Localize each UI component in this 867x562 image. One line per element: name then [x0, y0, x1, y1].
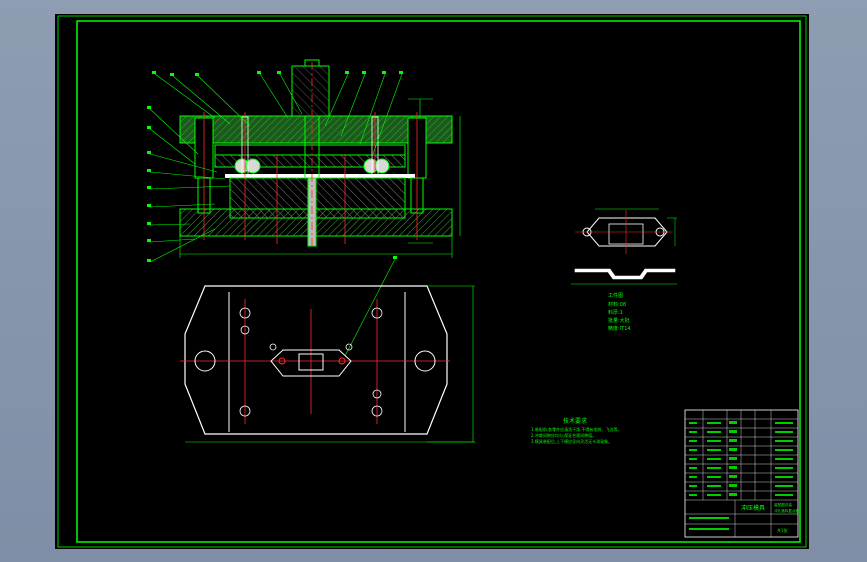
drawing-sheet: 工件图 材料:08 料厚:1 批量:大批 精度:IT14 技术要求 1.装配前,…: [55, 14, 809, 549]
drawing-title-line: 装配图总装: [774, 502, 792, 507]
tech-requirement-line: 3.模具装配后,上下模应导向灵活无卡滞现象。: [531, 438, 612, 444]
outer-frame: [57, 15, 807, 548]
part-name: 冲压模具: [741, 504, 765, 512]
section-view: [147, 59, 461, 357]
part-notes-line: 精度:IT14: [608, 325, 631, 332]
part-notes-line: 材料:08: [608, 301, 626, 308]
part-notes-line: 料厚:1: [608, 309, 623, 316]
sheet-label: 共1张: [777, 527, 788, 533]
tech-requirements: 技术要求 1.装配前,各零件应清洗干净,不得有毛刺、飞边等。 2.冲裁间隙应均匀…: [531, 417, 621, 444]
title-block: 冲压模具 装配图总装 冲孔落料复合模 共1张: [684, 409, 800, 538]
drawing-title-line: 冲孔落料复合模: [774, 508, 800, 513]
cad-drawing: 工件图 材料:08 料厚:1 批量:大批 精度:IT14 技术要求 1.装配前,…: [57, 15, 807, 548]
tech-requirement-line: 2.冲裁间隙应均匀,保证合理间隙值。: [531, 432, 596, 438]
part-notes-heading: 工件图: [608, 292, 623, 299]
part-drawing: [571, 208, 677, 285]
part-notes-line: 批量:大批: [608, 317, 630, 324]
tech-requirements-heading: 技术要求: [563, 417, 587, 425]
inner-frame: [76, 20, 801, 543]
part-notes: 工件图 材料:08 料厚:1 批量:大批 精度:IT14: [608, 292, 631, 332]
tech-requirement-line: 1.装配前,各零件应清洗干净,不得有毛刺、飞边等。: [531, 426, 621, 432]
plan-view: [180, 285, 475, 443]
